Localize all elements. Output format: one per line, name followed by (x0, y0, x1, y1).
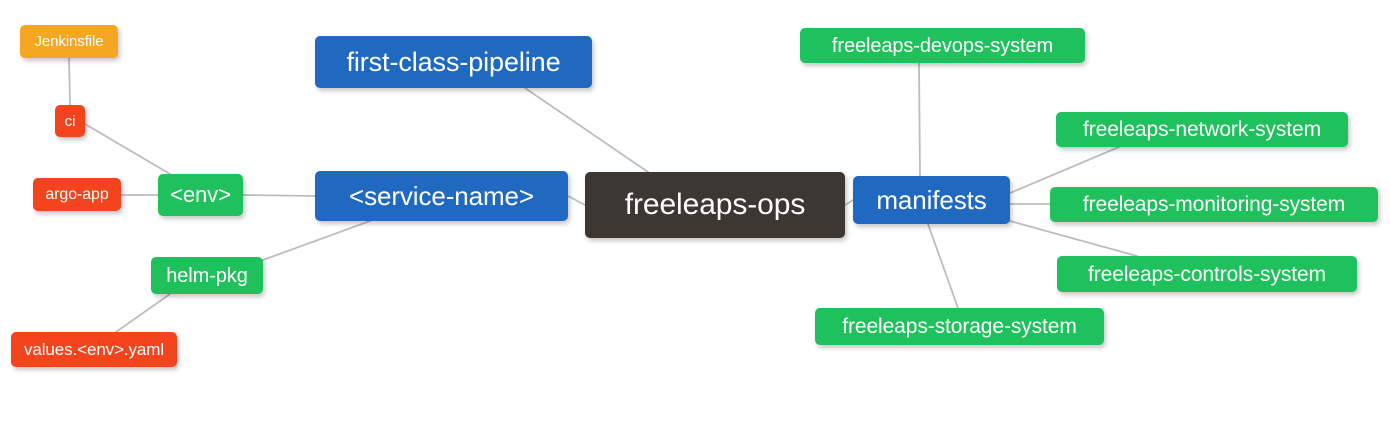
node-argo-app[interactable]: argo-app (33, 178, 121, 211)
node-freeleaps-controls-system[interactable]: freeleaps-controls-system (1057, 256, 1357, 292)
edge-manifests-to-freeleaps-storage-system (927, 223, 959, 309)
node-first-class-pipeline[interactable]: first-class-pipeline (315, 36, 592, 88)
node-label-argo-app: argo-app (45, 185, 109, 203)
node-label-helm-pkg: helm-pkg (166, 264, 248, 287)
node-jenkinsfile[interactable]: Jenkinsfile (20, 25, 118, 58)
node-service-name[interactable]: <service-name> (315, 171, 568, 221)
node-label-env: <env> (170, 182, 231, 207)
node-label-first-class-pipeline: first-class-pipeline (346, 46, 561, 77)
node-freeleaps-ops[interactable]: freeleaps-ops (585, 172, 845, 238)
edge-freeleaps-ops-to-manifests (844, 199, 854, 206)
node-label-freeleaps-devops-system: freeleaps-devops-system (831, 34, 1054, 57)
node-label-values-yaml: values.<env>.yaml (23, 340, 165, 359)
edge-freeleaps-ops-to-first-class-pipeline (524, 87, 649, 173)
edge-env-to-ci (84, 123, 171, 175)
node-freeleaps-monitoring-system[interactable]: freeleaps-monitoring-system (1050, 187, 1378, 222)
node-label-freeleaps-monitoring-system: freeleaps-monitoring-system (1082, 193, 1346, 216)
node-manifests[interactable]: manifests (853, 176, 1010, 224)
node-label-manifests: manifests (876, 185, 987, 215)
edge-helm-pkg-to-values-yaml (115, 293, 171, 333)
edge-ci-to-jenkinsfile (68, 57, 71, 106)
edge-manifests-to-freeleaps-devops-system (918, 62, 921, 177)
node-helm-pkg[interactable]: helm-pkg (151, 257, 263, 294)
node-label-jenkinsfile: Jenkinsfile (34, 33, 104, 50)
edge-freeleaps-ops-to-service-name (567, 195, 586, 206)
node-freeleaps-storage-system[interactable]: freeleaps-storage-system (815, 308, 1104, 345)
node-freeleaps-devops-system[interactable]: freeleaps-devops-system (800, 28, 1085, 63)
node-label-freeleaps-ops: freeleaps-ops (624, 188, 806, 221)
edge-service-name-to-helm-pkg (262, 220, 371, 261)
node-freeleaps-network-system[interactable]: freeleaps-network-system (1056, 112, 1348, 147)
node-ci[interactable]: ci (55, 105, 85, 137)
edge-manifests-to-freeleaps-controls-system (1009, 220, 1138, 257)
node-label-service-name: <service-name> (348, 181, 535, 211)
node-values-yaml[interactable]: values.<env>.yaml (11, 332, 177, 367)
node-label-freeleaps-network-system: freeleaps-network-system (1082, 118, 1321, 141)
node-label-freeleaps-storage-system: freeleaps-storage-system (842, 315, 1077, 338)
node-env[interactable]: <env> (158, 174, 243, 216)
edge-service-name-to-env (242, 194, 316, 197)
node-label-freeleaps-controls-system: freeleaps-controls-system (1088, 262, 1326, 286)
node-label-ci: ci (64, 112, 76, 130)
